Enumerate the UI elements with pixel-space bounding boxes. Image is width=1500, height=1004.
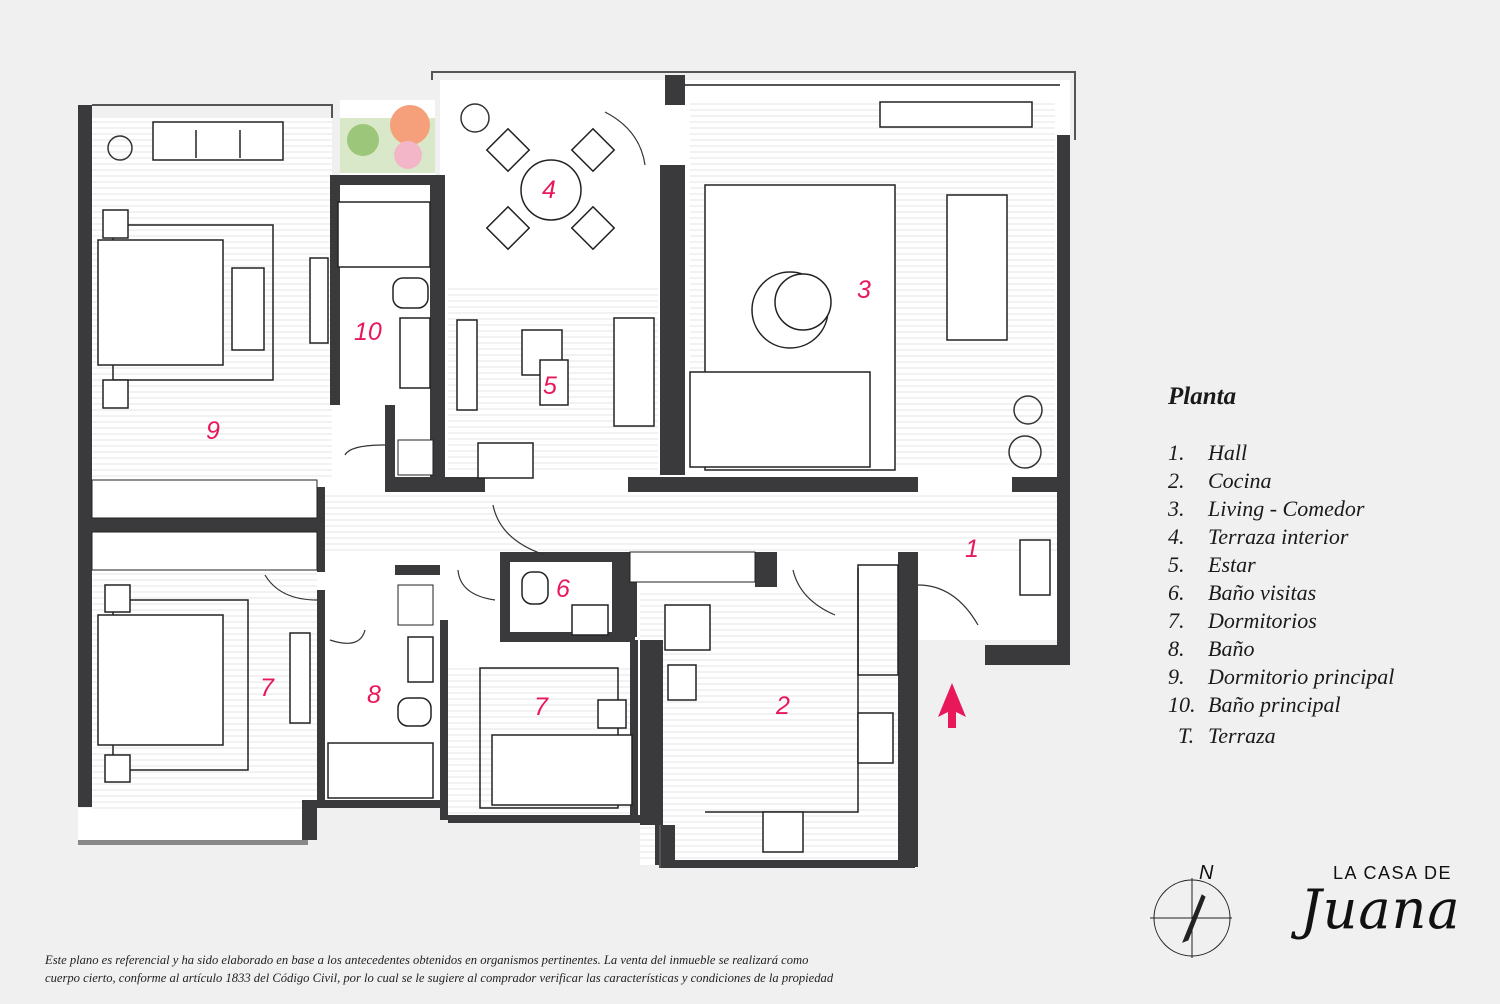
legend-item-label: Terraza xyxy=(1208,723,1276,748)
compass-icon xyxy=(1150,878,1232,958)
walls xyxy=(78,75,1070,868)
legend-item-number: 10. xyxy=(1168,692,1196,717)
legend-item-number: 2. xyxy=(1168,468,1185,493)
legend-item-number: 3. xyxy=(1168,496,1185,521)
brand-logo-script: Juana xyxy=(1300,878,1461,941)
legend-list: 1. Hall 2. Cocina 3. Living - Comedor 4. Terraz… xyxy=(1168,439,1488,719)
room-label-guest-bath: 6 xyxy=(556,575,570,603)
legend-item-label: Living - Comedor xyxy=(1208,496,1365,521)
legend-item: 5. Estar xyxy=(1168,551,1488,579)
legend-item: 9. Dormitorio principal xyxy=(1168,663,1488,691)
legend-item: 7. Dormitorios xyxy=(1168,607,1488,635)
plant-icons xyxy=(107,103,1043,469)
brand-logo-top: LA CASA DE xyxy=(1333,863,1453,883)
legend-item-number: 1. xyxy=(1168,440,1185,465)
legend-item-terraza: T. Terraza xyxy=(1168,722,1488,750)
room-label-master-bath: 10 xyxy=(354,318,382,346)
bedroom-center-furniture xyxy=(479,667,633,809)
outer-outlines xyxy=(92,71,1076,868)
disclaimer-line-1: Este plano es referencial y ha sido elab… xyxy=(45,953,809,967)
legend-item: 10. Baño principal xyxy=(1168,691,1488,719)
disclaimer: Este plano es referencial y ha sido elab… xyxy=(45,951,1085,987)
legend-item: 3. Living - Comedor xyxy=(1168,495,1488,523)
room-label-bath: 8 xyxy=(367,681,381,709)
legend-item-label: Estar xyxy=(1208,552,1256,577)
room-label-terrace: 4 xyxy=(542,176,556,204)
legend-item-number: 9. xyxy=(1168,664,1185,689)
bathroom-guest-fixtures xyxy=(521,571,609,636)
legend-item-number: 4. xyxy=(1168,524,1185,549)
legend-item: 8. Baño xyxy=(1168,635,1488,663)
legend-item-number: 5. xyxy=(1168,552,1185,577)
bathroom-principal-fixtures xyxy=(337,201,431,389)
legend-item-label: Baño xyxy=(1208,636,1255,661)
compass-north-label: N xyxy=(1199,862,1214,884)
legend-item-label: Baño visitas xyxy=(1208,580,1317,605)
legend-title: Planta xyxy=(1168,383,1237,410)
legend-item-label: Dormitorios xyxy=(1208,608,1317,633)
bathroom-fixtures xyxy=(327,636,434,799)
legend-item-label: Hall xyxy=(1208,440,1248,465)
legend-item: 1. Hall xyxy=(1168,439,1488,467)
room-label-living: 3 xyxy=(857,276,871,304)
legend-item-number: 8. xyxy=(1168,636,1185,661)
room-label-bedroom-left: 7 xyxy=(260,674,274,702)
legend-item-number: T. xyxy=(1178,723,1195,748)
legend-item-number: 6. xyxy=(1168,580,1185,605)
doors xyxy=(264,111,979,644)
legend-item-label: Terraza interior xyxy=(1208,524,1349,549)
room-label-estar: 5 xyxy=(543,372,557,400)
room-label-master-bedroom: 9 xyxy=(206,417,220,445)
dining-set-terrace xyxy=(485,127,616,251)
legend-item: 4. Terraza interior xyxy=(1168,523,1488,551)
room-label-bedroom-center: 7 xyxy=(534,693,548,721)
legend-item-label: Cocina xyxy=(1208,468,1272,493)
kitchen-fixtures xyxy=(664,539,1051,853)
legend-item-number: 7. xyxy=(1168,608,1185,633)
planter xyxy=(340,105,435,173)
room-label-hall: 1 xyxy=(965,535,979,563)
master-bedroom-furniture xyxy=(97,121,478,411)
room-label-kitchen: 2 xyxy=(776,692,790,720)
entrance-arrow-icon xyxy=(938,683,966,728)
legend-item-label: Baño principal xyxy=(1208,692,1341,717)
wardrobes xyxy=(91,439,756,626)
legend-item-label: Dormitorio principal xyxy=(1208,664,1395,689)
bedroom-left-furniture xyxy=(97,584,311,783)
disclaimer-line-2: cuerpo cierto, conforme al artículo 1833… xyxy=(45,971,834,985)
living-room-furniture xyxy=(477,101,1033,479)
legend-item: 2. Cocina xyxy=(1168,467,1488,495)
legend-item: 6. Baño visitas xyxy=(1168,579,1488,607)
